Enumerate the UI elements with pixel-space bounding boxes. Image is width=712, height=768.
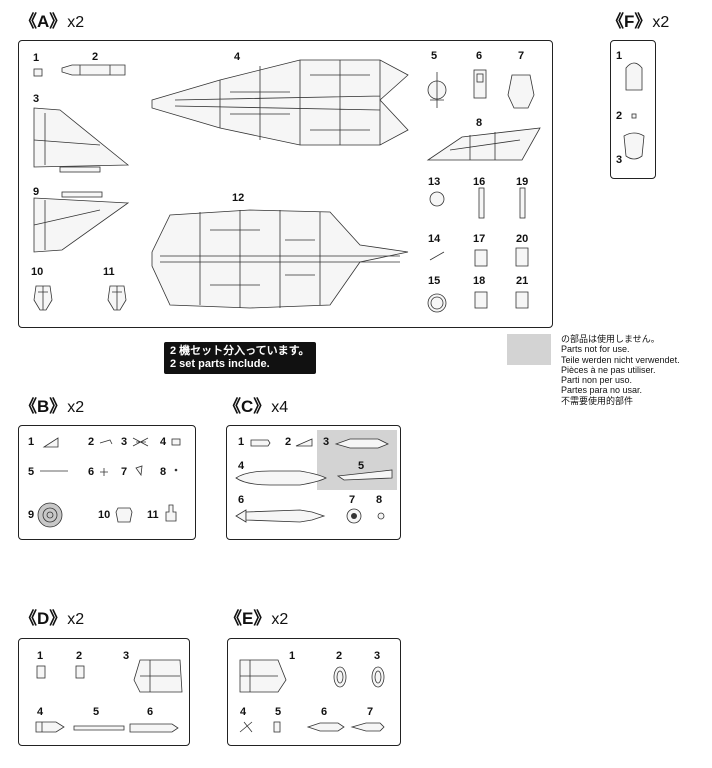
part-d-6-label: 6 bbox=[147, 706, 154, 718]
part-a-7-label: 7 bbox=[518, 50, 525, 62]
part-c-4-label: 4 bbox=[238, 460, 245, 472]
part-a-2-label: 2 bbox=[92, 51, 99, 63]
part-d-1-label: 1 bbox=[37, 650, 44, 662]
part-a-18-label: 18 bbox=[473, 275, 486, 287]
part-c-8-label: 8 bbox=[376, 494, 383, 506]
not-used-legend: の部品は使用しません。 Parts not for use. Teile wer… bbox=[561, 334, 680, 406]
part-a-8-label: 8 bbox=[476, 117, 483, 129]
not-used-swatch bbox=[507, 334, 551, 365]
part-c-1-label: 1 bbox=[238, 436, 245, 448]
part-c-3-label: 3 bbox=[323, 436, 330, 448]
part-c-2-label: 2 bbox=[285, 436, 292, 448]
part-b-4-label: 4 bbox=[160, 436, 167, 448]
part-b-7-label: 7 bbox=[121, 466, 128, 478]
part-a-12-label: 12 bbox=[232, 192, 245, 204]
sprue-d-title: 《D》x2 bbox=[20, 609, 85, 628]
part-a-11-label: 11 bbox=[103, 266, 115, 278]
part-b-6-label: 6 bbox=[88, 466, 95, 478]
part-e-7-label: 7 bbox=[367, 706, 374, 718]
legend-line-jp: の部品は使用しません。 bbox=[561, 334, 660, 344]
part-e-2-label: 2 bbox=[336, 650, 343, 662]
part-b-5-label: 5 bbox=[28, 466, 35, 478]
part-b-11-label: 11 bbox=[147, 509, 159, 521]
part-a-13-label: 13 bbox=[428, 176, 441, 188]
part-a-9-label: 9 bbox=[33, 186, 40, 198]
part-a-4-label: 4 bbox=[234, 51, 241, 63]
legend-line-de: Teile werden nicht verwendet. bbox=[561, 354, 680, 365]
part-a-21-label: 21 bbox=[516, 275, 529, 287]
part-d-2-label: 2 bbox=[76, 650, 83, 662]
part-b-10-label: 10 bbox=[98, 509, 111, 521]
part-f-2-label: 2 bbox=[616, 110, 623, 122]
part-a-16-label: 16 bbox=[473, 176, 486, 188]
part-c-5-label: 5 bbox=[358, 460, 365, 472]
part-e-5-label: 5 bbox=[275, 706, 282, 718]
part-f-3-label: 3 bbox=[616, 154, 623, 166]
two-set-banner: 2 機セット分入っています。 2 set parts include. bbox=[164, 342, 316, 374]
part-f-1-label: 1 bbox=[616, 50, 623, 62]
part-b-2-label: 2 bbox=[88, 436, 95, 448]
part-a-15-label: 15 bbox=[428, 275, 441, 287]
part-a-6-label: 6 bbox=[476, 50, 483, 62]
part-e-3-label: 3 bbox=[374, 650, 381, 662]
part-b-8-label: 8 bbox=[160, 466, 167, 478]
part-e-4-label: 4 bbox=[240, 706, 247, 718]
part-a-17-label: 17 bbox=[473, 233, 486, 245]
sprue-f-title: 《F》x2 bbox=[607, 12, 670, 31]
legend-line-it: Parti non per uso. bbox=[561, 375, 633, 386]
part-d-5-label: 5 bbox=[93, 706, 100, 718]
part-c-7-label: 7 bbox=[349, 494, 356, 506]
part-e-1-label: 1 bbox=[289, 650, 296, 662]
legend-line-en: Parts not for use. bbox=[561, 344, 630, 355]
part-a-20-label: 20 bbox=[516, 233, 529, 245]
part-d-4-label: 4 bbox=[37, 706, 44, 718]
part-b-3-label: 3 bbox=[121, 436, 128, 448]
part-d-3-label: 3 bbox=[123, 650, 130, 662]
banner-line-jp: 2 機セット分入っています。 bbox=[170, 345, 310, 357]
legend-line-zh: 不需要使用的部件 bbox=[561, 395, 634, 406]
sprue-e-title: 《E》x2 bbox=[225, 609, 289, 628]
banner-line-en: 2 set parts include. bbox=[170, 358, 270, 370]
part-a-19-label: 19 bbox=[516, 176, 529, 188]
part-a-3-label: 3 bbox=[33, 93, 40, 105]
part-e-6-label: 6 bbox=[321, 706, 328, 718]
legend-line-fr: Pièces à ne pas utiliser. bbox=[561, 364, 656, 375]
part-c-6-label: 6 bbox=[238, 494, 245, 506]
part-a-14-label: 14 bbox=[428, 233, 441, 245]
part-a-1-label: 1 bbox=[33, 52, 40, 64]
sprue-c-title: 《C》x4 bbox=[224, 397, 289, 416]
legend-line-es: Partes para no usar. bbox=[561, 385, 643, 396]
part-a-5-label: 5 bbox=[431, 50, 438, 62]
sprue-b-title: 《B》x2 bbox=[20, 397, 85, 416]
part-b-9-label: 9 bbox=[28, 509, 35, 521]
part-b-1-label: 1 bbox=[28, 436, 35, 448]
part-a-10-label: 10 bbox=[31, 266, 44, 278]
sprue-a-title: 《A》x2 bbox=[20, 12, 85, 31]
